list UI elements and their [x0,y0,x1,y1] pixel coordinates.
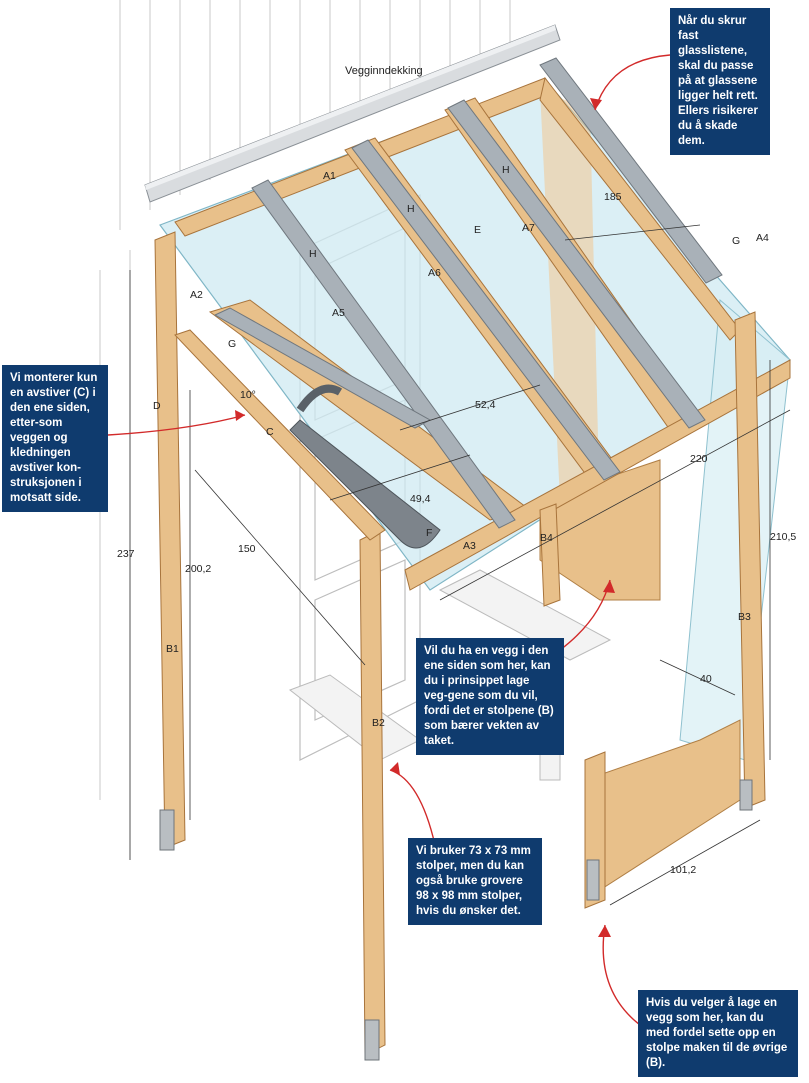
label-h1: H [309,248,317,260]
wall-flashing [144,24,561,203]
label-a3: A3 [463,540,476,552]
label-b3: B3 [738,611,751,623]
label-a4: A4 [756,232,769,244]
callout-posts: Vi bruker 73 x 73 mm stolper, men du kan… [408,838,542,925]
label-b1: B1 [166,643,179,655]
dimension-220: 220 [690,453,708,465]
label-b4: B4 [540,532,553,544]
dimension-237: 237 [117,548,135,560]
wall-flashing-label: Vegginndekking [345,65,423,77]
label-f: F [426,527,432,539]
post-anchors [159,779,753,1061]
callout-side-wall: Vil du ha en vegg i den ene siden som he… [416,638,564,755]
label-g-left: G [228,338,236,350]
label-a6: A6 [428,267,441,279]
label-a1: A1 [323,170,336,182]
label-h3: H [502,164,510,176]
house-siding [99,0,511,860]
dimension-210-5: 210,5 [770,531,796,543]
gutter [289,419,441,549]
dimension-40: 40 [700,673,712,685]
label-a5: A5 [332,307,345,319]
dimension-185: 185 [604,191,622,203]
label-a7: A7 [522,222,535,234]
dimension-150: 150 [238,543,256,555]
label-h2: H [407,203,415,215]
callout-glazing-strip: Når du skrur fast glasslistene, skal du … [670,8,770,155]
dimension-52-4: 52,4 [475,399,496,411]
dimension-49-4: 49,4 [410,493,431,505]
dimension-101-2: 101,2 [670,864,696,876]
label-c: C [266,426,274,438]
downpipe [296,384,343,413]
callout-brace: Vi monterer kun en avstiver (C) i den en… [2,365,108,512]
callout-extra-post: Hvis du velger å lage en vegg som her, k… [638,990,798,1077]
label-d: D [153,400,161,412]
braces [174,329,386,541]
angle-10-degrees: 10° [240,389,256,401]
glazing-strips [213,57,723,529]
arrow-heads [235,98,615,937]
label-b2: B2 [372,717,385,729]
dimension-lines [129,224,791,906]
label-e: E [474,224,481,236]
label-g-right: G [732,235,740,247]
label-a2: A2 [190,289,203,301]
dimension-200-2: 200,2 [185,563,211,575]
